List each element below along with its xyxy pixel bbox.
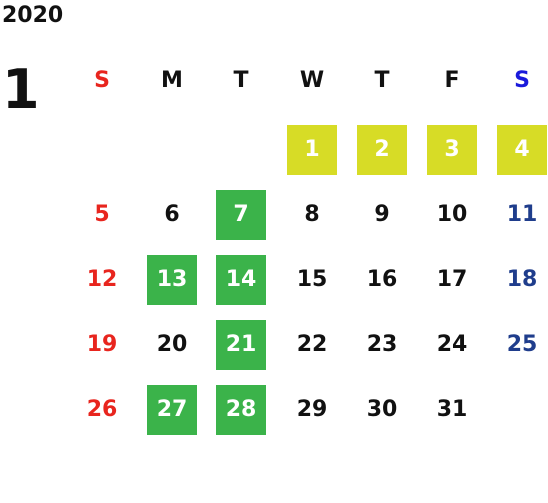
calendar-day-26[interactable]: 26	[86, 397, 118, 422]
calendar-day-3[interactable]: 3	[427, 125, 477, 175]
calendar-day-2[interactable]: 2	[357, 125, 407, 175]
weekday-label: S	[514, 68, 530, 93]
calendar-day-24[interactable]: 24	[436, 332, 468, 357]
calendar-day-21[interactable]: 21	[216, 320, 266, 370]
calendar-day-19[interactable]: 19	[86, 332, 118, 357]
calendar-day-8[interactable]: 8	[304, 202, 320, 227]
calendar-day-15[interactable]: 15	[296, 267, 328, 292]
weekday-label: T	[374, 68, 390, 93]
weekday-label: T	[233, 68, 249, 93]
calendar-day-16[interactable]: 16	[366, 267, 398, 292]
calendar-day-28[interactable]: 28	[216, 385, 266, 435]
calendar-day-25[interactable]: 25	[506, 332, 538, 357]
calendar-day-30[interactable]: 30	[366, 397, 398, 422]
calendar-day-10[interactable]: 10	[436, 202, 468, 227]
calendar-day-23[interactable]: 23	[366, 332, 398, 357]
calendar-day-1[interactable]: 1	[287, 125, 337, 175]
calendar-day-31[interactable]: 31	[436, 397, 468, 422]
calendar-day-13[interactable]: 13	[147, 255, 197, 305]
weekday-label: F	[444, 68, 460, 93]
weekday-label: S	[94, 68, 110, 93]
weekday-label: M	[161, 68, 183, 93]
calendar-month: 1	[2, 58, 40, 121]
calendar-day-14[interactable]: 14	[216, 255, 266, 305]
calendar-year: 2020	[2, 3, 64, 28]
weekday-label: W	[299, 68, 325, 93]
calendar-day-5[interactable]: 5	[94, 202, 110, 227]
calendar-day-4[interactable]: 4	[497, 125, 547, 175]
calendar-day-7[interactable]: 7	[216, 190, 266, 240]
calendar-day-12[interactable]: 12	[86, 267, 118, 292]
calendar-day-29[interactable]: 29	[296, 397, 328, 422]
calendar-day-9[interactable]: 9	[374, 202, 390, 227]
calendar-day-18[interactable]: 18	[506, 267, 538, 292]
calendar-day-11[interactable]: 11	[506, 202, 538, 227]
calendar-day-22[interactable]: 22	[296, 332, 328, 357]
calendar-day-17[interactable]: 17	[436, 267, 468, 292]
calendar-day-6[interactable]: 6	[164, 202, 180, 227]
calendar-day-27[interactable]: 27	[147, 385, 197, 435]
calendar-day-20[interactable]: 20	[156, 332, 188, 357]
